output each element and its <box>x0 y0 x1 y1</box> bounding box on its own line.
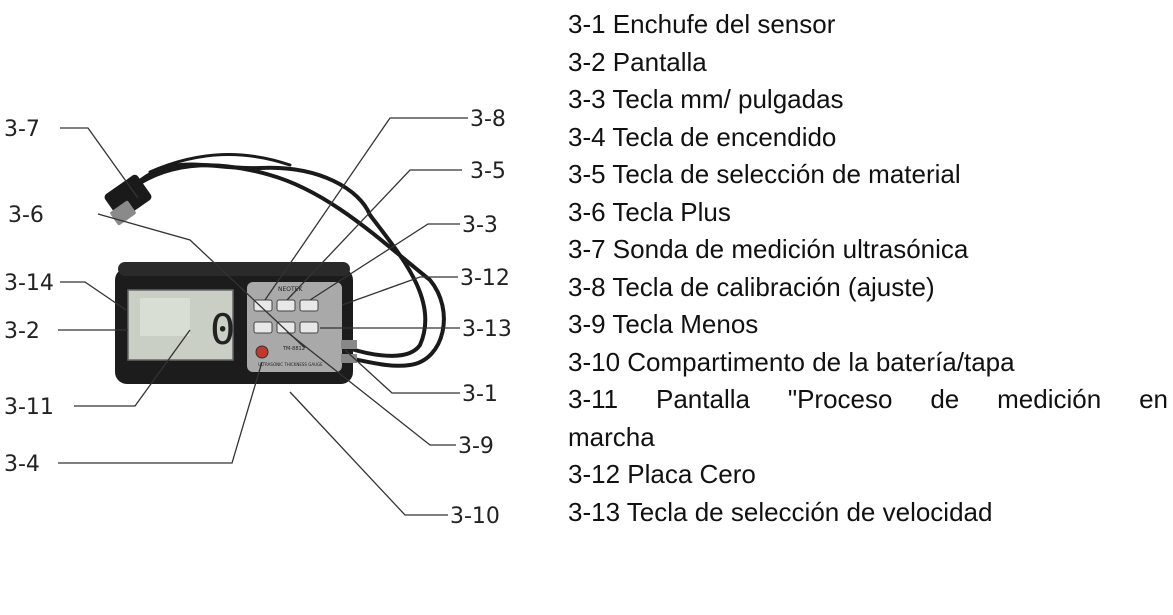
callout-3-1: 3-1 <box>462 382 498 407</box>
callout-3-9: 3-9 <box>458 434 494 459</box>
brand-label: NEOTEK <box>278 286 303 293</box>
lcd-digit: 0 <box>210 305 235 354</box>
callout-3-6: 3-6 <box>8 203 44 228</box>
callout-3-3: 3-3 <box>462 213 498 238</box>
callout-3-8: 3-8 <box>470 107 506 132</box>
legend-item: 3-5 Tecla de selección de material <box>568 159 961 189</box>
velocity-key[interactable] <box>299 321 319 334</box>
callout-3-7: 3-7 <box>4 117 40 142</box>
sensor-socket <box>341 340 357 349</box>
plus-key[interactable] <box>253 321 273 334</box>
cal-key[interactable] <box>253 299 273 312</box>
ultrasonic-gauge-diagram: 0 NEOTEK TM-8812 ULTRASONIC THICKNESS GA… <box>4 107 512 529</box>
legend-item: 3-9 Tecla Menos <box>568 309 759 339</box>
device-body: 0 NEOTEK TM-8812 ULTRASONIC THICKNESS GA… <box>115 262 357 384</box>
power-key[interactable] <box>255 345 269 359</box>
callout-3-4: 3-4 <box>4 452 40 477</box>
legend-item: 3-2 Pantalla <box>568 46 707 77</box>
legend-item: 3-3 Tecla mm/ pulgadas <box>568 84 844 114</box>
parts-legend: 3-1 Enchufe del sensor 3-2 Pantalla 3-3 … <box>568 6 1168 531</box>
legend-item-continuation: marcha <box>568 421 655 452</box>
callout-3-2: 3-2 <box>4 319 40 344</box>
legend-item: 3-10 Compartimento de la batería/tapa <box>568 346 1015 377</box>
legend-item: 3-8 Tecla de calibración (ajuste) <box>568 271 935 302</box>
callout-3-5: 3-5 <box>470 159 506 184</box>
probe-cable <box>130 153 446 368</box>
legend-item: 3-7 Sonda de medición ultrasónica <box>568 234 969 264</box>
legend-item: 3-12 Placa Cero <box>568 459 756 489</box>
callout-3-14: 3-14 <box>4 271 54 296</box>
callout-3-11: 3-11 <box>4 395 54 420</box>
subtitle-label: ULTRASONIC THICKNESS GAUGE <box>258 362 323 367</box>
callout-3-10: 3-10 <box>450 504 500 529</box>
callout-3-12: 3-12 <box>460 266 510 291</box>
model-label: TM-8812 <box>282 346 305 352</box>
legend-item: 3-1 Enchufe del sensor <box>568 9 836 39</box>
legend-item: 3-4 Tecla de encendido <box>568 121 837 152</box>
legend-item: 3-11 Pantalla "Proceso de medición en <box>568 384 1168 414</box>
leader-lines <box>58 117 468 516</box>
minus-key[interactable] <box>276 321 296 334</box>
callout-3-13: 3-13 <box>462 317 512 342</box>
legend-item: 3-13 Tecla de selección de velocidad <box>568 496 993 527</box>
mm-inch-key[interactable] <box>299 299 319 312</box>
legend-item: 3-6 Tecla Plus <box>568 196 731 227</box>
sensor-socket-2 <box>341 354 357 363</box>
mat-key[interactable] <box>276 299 296 312</box>
